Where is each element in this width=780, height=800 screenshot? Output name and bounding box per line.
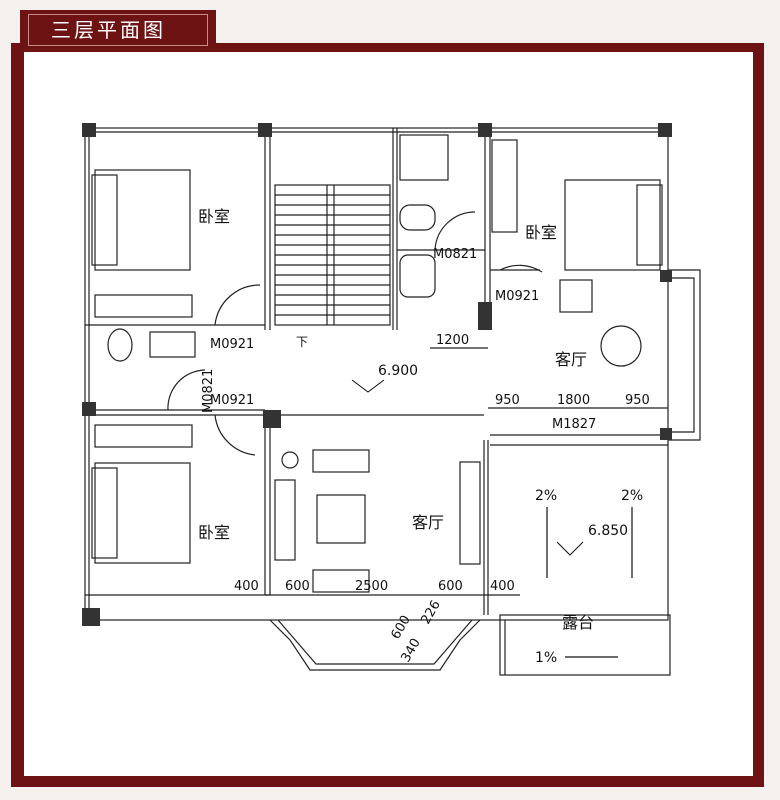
room-label-bedroom-tl: 卧室 [198,207,230,226]
dim-950-a: 950 [495,393,520,408]
room-label-terrace: 露台 [562,613,594,632]
page-title: 三层平面图 [28,14,208,46]
dim-600-a: 600 [285,579,310,594]
room-label-bedroom-tr: 卧室 [525,223,557,242]
stair-down-label: 下 [296,335,308,349]
outer-wall [84,127,669,621]
room-label-bedroom-bl: 卧室 [198,523,230,542]
title-tab [20,10,216,50]
door-label-m0921-left-top: M0921 [210,337,254,352]
dim-600-b: 600 [438,579,463,594]
door-label-m0921-right: M0921 [495,289,539,304]
dim-400-a: 400 [234,579,259,594]
slope-terrace: 1% [535,650,557,666]
elevation-upper: 6.900 [378,363,418,379]
door-label-m0821-top: M0821 [433,247,477,262]
dim-950-b: 950 [625,393,650,408]
slope-right: 2% [621,488,643,504]
room-label-living-center: 客厅 [412,513,444,532]
door-label-m0921-left-bot: M0921 [210,393,254,408]
dim-400-b: 400 [490,579,515,594]
dim-1800: 1800 [557,393,590,408]
slope-left: 2% [535,488,557,504]
elevation-terrace: 6.850 [588,523,628,539]
dim-2500: 2500 [355,579,388,594]
drawing-sheet [24,52,753,776]
door-label-m1827: M1827 [552,417,596,432]
dim-226: 226 [418,598,443,627]
room-label-living-right: 客厅 [555,350,587,369]
dim-1200: 1200 [436,333,469,348]
door-label-m0821-side: M0821 [201,369,216,413]
